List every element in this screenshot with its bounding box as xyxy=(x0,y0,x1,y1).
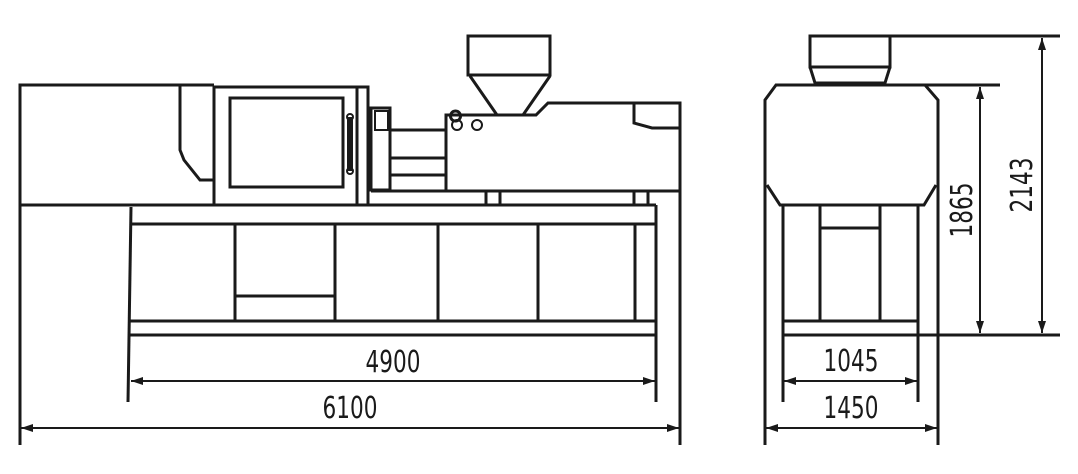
nozzle-plate xyxy=(369,106,392,192)
injection-unit xyxy=(371,101,682,445)
machine-body-side xyxy=(763,83,1000,445)
dimension-frame-width: 1045 xyxy=(784,345,917,385)
dimension-label-1865: 1865 xyxy=(946,183,980,238)
door-handle xyxy=(346,113,354,175)
clamp-unit xyxy=(18,83,370,445)
dimension-frame-length: 4900 xyxy=(131,346,655,385)
dimension-overall-length: 6100 xyxy=(21,392,679,432)
dimension-label-1045: 1045 xyxy=(824,345,879,379)
dimension-label-4900: 4900 xyxy=(366,346,421,380)
dimension-label-2143: 2143 xyxy=(1006,158,1040,213)
hopper-side xyxy=(808,34,1060,85)
indicator-light-icon xyxy=(471,119,483,131)
front-view: 4900 6100 xyxy=(18,34,682,445)
machine-base xyxy=(20,203,658,403)
dimension-overall-height: 2143 xyxy=(1006,38,1046,333)
dimension-label-1450: 1450 xyxy=(824,392,879,426)
dimension-overall-width: 1450 xyxy=(766,392,937,432)
dimension-body-height: 1865 xyxy=(946,87,984,333)
barrel xyxy=(390,128,446,177)
side-view: 1865 2143 1045 1450 xyxy=(763,34,1060,445)
indicator-light-icon xyxy=(451,119,463,131)
door-window xyxy=(228,96,345,189)
base-side xyxy=(781,205,1060,402)
hopper-front xyxy=(466,34,552,116)
dimension-label-6100: 6100 xyxy=(323,392,378,426)
